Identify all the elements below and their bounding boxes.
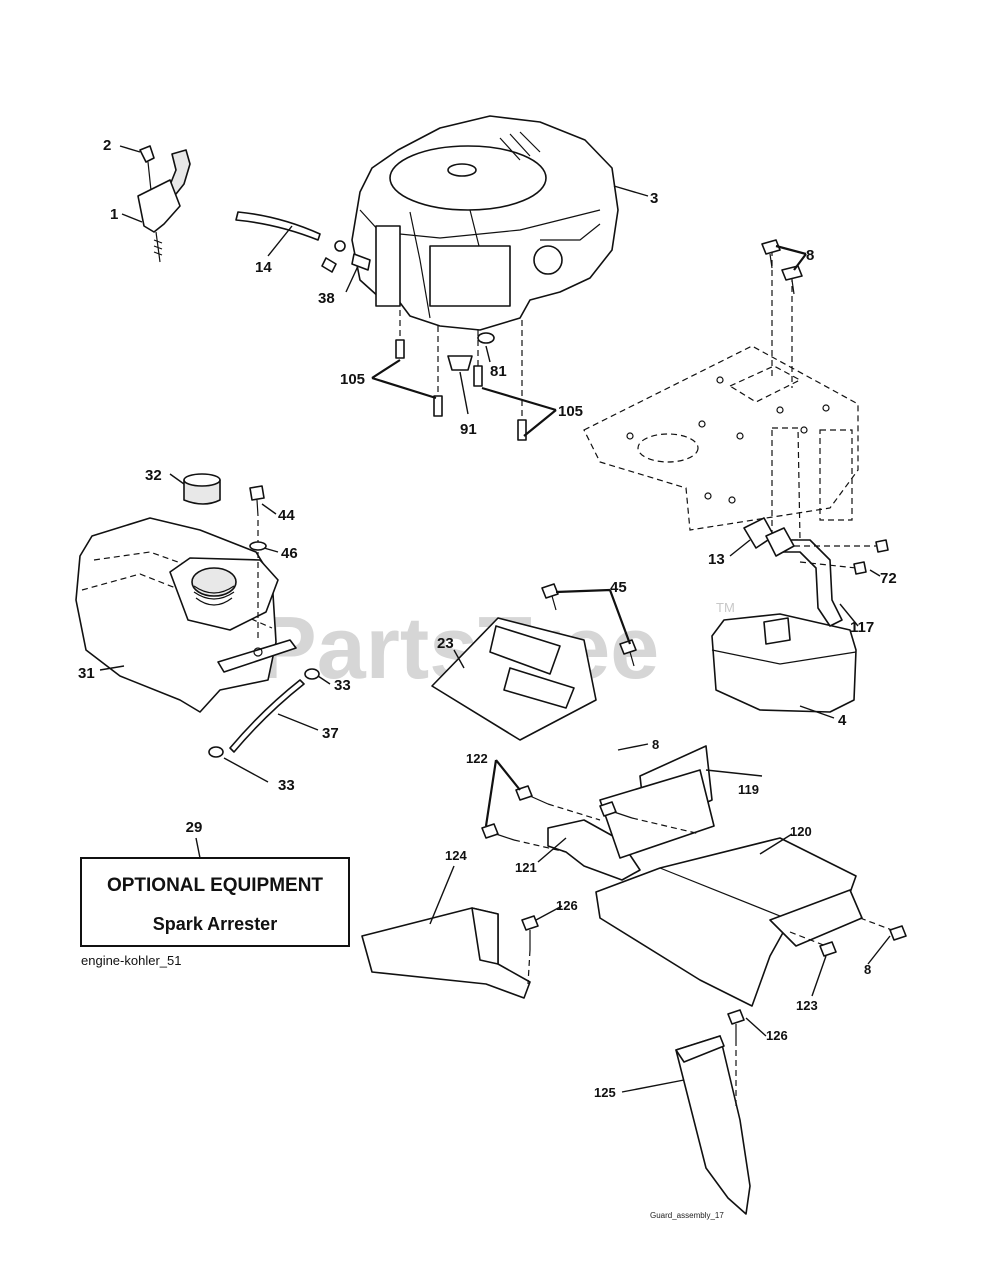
callout-3: 3 <box>650 190 658 207</box>
optional-subtitle: Spark Arrester <box>153 914 277 934</box>
fuel-hose[interactable] <box>208 668 320 758</box>
callout-2: 2 <box>103 137 111 154</box>
callout-45: 45 <box>610 579 627 596</box>
deflector-125[interactable] <box>675 1009 751 1215</box>
frame-leaders <box>729 244 881 719</box>
fuel-fitting[interactable] <box>351 253 371 271</box>
callout-13: 13 <box>708 551 725 568</box>
callout-23: 23 <box>437 635 454 652</box>
callout-labels: 2 1 3 14 38 105 81 91 105 8 13 72 117 4 … <box>78 137 897 1100</box>
fuel-tank[interactable] <box>75 517 297 713</box>
callout-37: 37 <box>322 725 339 742</box>
callout-31: 31 <box>78 665 95 682</box>
optional-callout: 29 <box>186 819 203 836</box>
callout-8-right: 8 <box>864 962 871 977</box>
engine-leaders <box>119 145 649 437</box>
optional-equipment-box: 29 OPTIONAL EQUIPMENT Spark Arrester <box>80 819 350 947</box>
callout-46: 46 <box>281 545 298 562</box>
frame-section[interactable] <box>583 239 859 541</box>
callout-44: 44 <box>278 507 295 524</box>
callout-105-left: 105 <box>340 371 365 388</box>
guard-assembly[interactable] <box>481 745 907 1007</box>
engine-section-caption: engine-kohler_51 <box>81 953 181 968</box>
callout-126-lower: 126 <box>766 1028 788 1043</box>
muffler-assembly[interactable] <box>711 517 889 713</box>
callout-121: 121 <box>515 860 537 875</box>
optional-title: OPTIONAL EQUIPMENT <box>107 875 323 896</box>
callout-123: 123 <box>796 998 818 1013</box>
fuel-cap[interactable] <box>183 473 221 505</box>
guard-leaders <box>429 743 891 1093</box>
callout-33-upper: 33 <box>334 677 351 694</box>
callout-8-top: 8 <box>806 247 814 264</box>
heat-shield-leaders <box>453 588 632 669</box>
guard-section-caption: Guard_assembly_17 <box>650 1211 724 1220</box>
callout-125: 125 <box>594 1085 616 1100</box>
fuel-line[interactable] <box>235 211 346 273</box>
tank-leaders <box>99 473 331 783</box>
callout-4: 4 <box>838 712 847 729</box>
callout-38: 38 <box>318 290 335 307</box>
callout-126-upper: 126 <box>556 898 578 913</box>
callout-91: 91 <box>460 421 477 438</box>
engine-fasteners[interactable] <box>395 310 527 441</box>
throttle-control[interactable] <box>137 145 191 263</box>
callout-122: 122 <box>466 751 488 766</box>
callout-81: 81 <box>490 363 507 380</box>
callout-120: 120 <box>790 824 812 839</box>
callout-33-lower: 33 <box>278 777 295 794</box>
deflector-124[interactable] <box>361 907 539 999</box>
engine-drawing[interactable] <box>351 115 619 331</box>
callout-117: 117 <box>850 619 874 636</box>
callout-1: 1 <box>110 206 118 223</box>
heat-shield[interactable] <box>431 583 637 741</box>
callout-8-mid: 8 <box>652 737 659 752</box>
watermark-trademark: TM <box>716 600 735 615</box>
callout-119: 119 <box>738 782 759 797</box>
callout-105-right: 105 <box>558 403 583 420</box>
callout-14: 14 <box>255 259 272 276</box>
callout-32: 32 <box>145 467 162 484</box>
tank-screw[interactable] <box>249 485 267 642</box>
callout-72: 72 <box>880 570 897 587</box>
callout-124: 124 <box>445 848 467 863</box>
